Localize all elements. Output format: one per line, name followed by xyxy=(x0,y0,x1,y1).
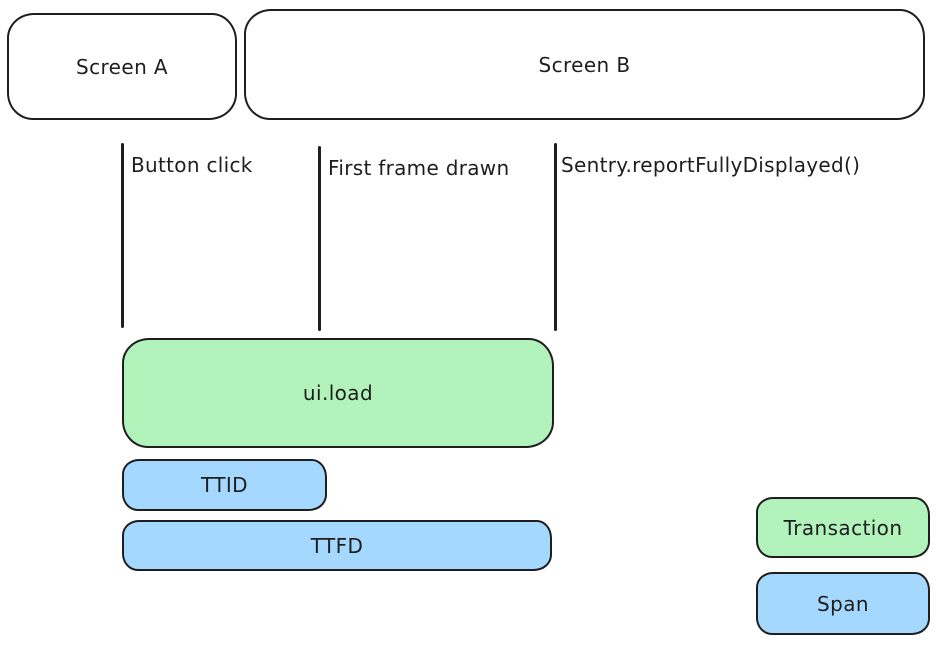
event-line-report-fully-displayed xyxy=(554,143,557,331)
screen-b-label: Screen B xyxy=(538,52,631,77)
event-label-button-click: Button click xyxy=(131,153,253,177)
ui-load-label: ui.load xyxy=(302,381,374,405)
event-label-report-fully-displayed: Sentry.reportFullyDisplayed() xyxy=(561,153,861,177)
screen-b-box: Screen B xyxy=(244,9,925,120)
span-bar-ttid: TTID xyxy=(122,459,327,511)
event-line-first-frame-drawn xyxy=(318,146,321,331)
event-line-button-click xyxy=(121,143,124,328)
event-label-first-frame-drawn: First frame drawn xyxy=(328,156,510,180)
legend-span-label: Span xyxy=(817,591,869,616)
ttid-label: TTID xyxy=(201,473,248,497)
legend-span: Span xyxy=(756,572,930,635)
screen-a-box: Screen A xyxy=(7,13,237,120)
legend-transaction-label: Transaction xyxy=(783,515,903,540)
legend-transaction: Transaction xyxy=(756,497,930,558)
screen-a-label: Screen A xyxy=(76,54,168,79)
transaction-bar-ui-load: ui.load xyxy=(122,338,554,448)
ttfd-label: TTFD xyxy=(310,533,364,558)
span-bar-ttfd: TTFD xyxy=(122,520,552,571)
